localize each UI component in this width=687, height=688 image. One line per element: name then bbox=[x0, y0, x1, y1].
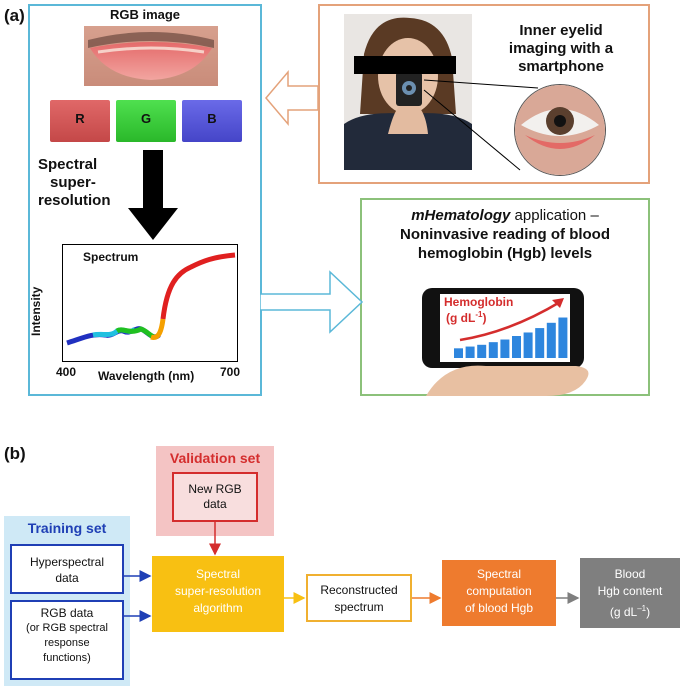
x-min-tick-label: 400 bbox=[56, 365, 77, 379]
smartphone-imaging-photo bbox=[344, 14, 472, 170]
hgb-content-box: Blood Hgb content (g dL–1) bbox=[580, 558, 680, 628]
phone-bar bbox=[535, 328, 545, 358]
hand-illustration bbox=[426, 365, 589, 396]
rgb-data-box: RGB data (or RGB spectral response funct… bbox=[10, 600, 124, 680]
trend-arrow-icon bbox=[459, 300, 561, 342]
blue-channel-label: B bbox=[207, 111, 217, 126]
phone-bar bbox=[523, 332, 533, 358]
mhematology-app-title: mHematology application – Noninvasive re… bbox=[399, 207, 611, 262]
anonymization-bar bbox=[354, 56, 456, 74]
training-set-title: Training set bbox=[27, 520, 107, 536]
panel-a-label: (a) bbox=[4, 6, 25, 25]
smartphone-imaging-title: Inner eyelid imaging with a smartphone bbox=[508, 22, 614, 75]
phone-bar bbox=[512, 336, 521, 358]
trend-arrowhead-icon bbox=[552, 298, 564, 308]
new-rgb-data-box: New RGB data bbox=[172, 472, 258, 522]
phone-bar bbox=[500, 339, 510, 358]
phone-screen: Hemoglobin (g dL-1) bbox=[440, 294, 570, 362]
panel-b-label: (b) bbox=[4, 444, 26, 463]
spectrum-title: Spectrum bbox=[83, 250, 139, 264]
green-channel-label: G bbox=[140, 111, 152, 126]
left-hollow-arrow-icon bbox=[265, 69, 319, 127]
smartphone-illustration: Hemoglobin (g dL-1) bbox=[422, 288, 584, 368]
rgb-image-title: RGB image bbox=[109, 7, 181, 22]
super-resolution-algorithm-box: Spectral super-resolution algorithm bbox=[152, 556, 284, 632]
phone-bar bbox=[465, 346, 475, 358]
validation-set-title: Validation set bbox=[169, 450, 261, 466]
reconstructed-spectrum-box: Reconstructed spectrum bbox=[306, 574, 412, 622]
phone-bar bbox=[477, 344, 487, 358]
phone-bar bbox=[488, 342, 498, 358]
red-channel-tile: R bbox=[50, 100, 110, 142]
phone-unit-label: (g dL-1) bbox=[446, 310, 487, 325]
right-hollow-arrow-icon bbox=[260, 270, 364, 334]
phone-bar bbox=[546, 322, 556, 358]
x-max-tick-label: 700 bbox=[220, 365, 241, 379]
wavelength-axis-label: Wavelength (nm) bbox=[98, 369, 195, 383]
phone-bar bbox=[558, 317, 568, 358]
green-channel-tile: G bbox=[116, 100, 176, 142]
hyperspectral-data-box: Hyperspectral data bbox=[10, 544, 124, 594]
spectral-super-resolution-label: Spectral super- resolution bbox=[38, 156, 111, 209]
phone-hemoglobin-label: Hemoglobin bbox=[444, 295, 514, 309]
phone-bar-chart bbox=[454, 298, 568, 358]
eye-closeup bbox=[514, 84, 606, 176]
eyelid-photo bbox=[84, 26, 218, 86]
spectrum-plot: Spectrum bbox=[62, 244, 238, 362]
smartphone-imaging-panel bbox=[318, 4, 650, 184]
flow-arrows bbox=[124, 522, 580, 622]
zoom-lines bbox=[423, 79, 539, 171]
rgb-to-spectrum-panel bbox=[28, 4, 262, 396]
intensity-axis-label: Intensity bbox=[29, 286, 43, 336]
phone-bar bbox=[454, 348, 463, 358]
blue-channel-tile: B bbox=[182, 100, 242, 142]
red-channel-label: R bbox=[75, 111, 85, 126]
hgb-computation-box: Spectral computation of blood Hgb bbox=[442, 560, 556, 626]
down-arrow-icon bbox=[128, 150, 178, 240]
